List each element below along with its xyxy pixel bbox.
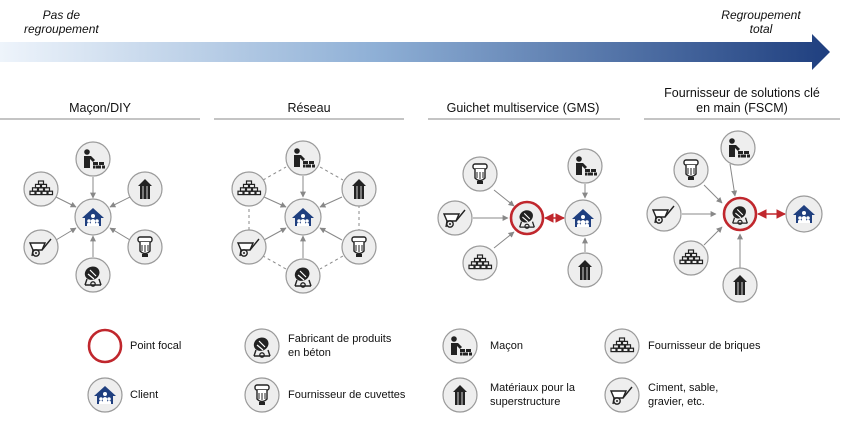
legend-label-superstructure-line2: superstructure [490,396,561,408]
node-client [564,199,602,237]
column-title-macon-line1: Maçon/DIY [69,101,131,115]
node-toilet [462,156,498,192]
client-house-icon [87,377,123,413]
diagram-macon-diy [23,141,163,293]
focal-point-icon [87,328,123,364]
arrow-left-label-line2: regroupement [24,22,99,36]
node-wheelbarrow [231,229,267,265]
bricks-icon [604,328,640,364]
node-toilet [673,152,709,188]
node-hut [567,252,603,288]
column-title-gms: Guichet multiservice (GMS) [428,101,618,116]
node-hut [341,171,377,207]
legend-label-bricks-line1: Fournisseur de briques [648,340,761,352]
node-toilet [341,229,377,265]
legend-label-concrete-line1: Fabricant de produits [288,333,392,345]
diagram-fscm [646,130,823,303]
toilet-bowl-icon [244,377,280,413]
legend-label-mason: Maçon [490,339,523,353]
legend-label-focal-point: Point focal [130,339,181,353]
column-title-gms-line1: Guichet multiservice (GMS) [446,101,600,115]
column-title-fscm-line2: en main (FSCM) [696,101,788,115]
legend-label-bricks: Fournisseur de briques [648,339,761,353]
node-bricks [673,240,709,276]
node-mason [75,141,111,177]
node-mixer [285,258,321,294]
legend-label-concrete-line2: en béton [288,347,331,359]
wheelbarrow-icon [604,377,640,413]
legend-label-toilet: Fournisseur de cuvettes [288,388,405,402]
arrow-right-label-line1: Regroupement [721,8,801,22]
legend-label-client-line1: Client [130,389,159,401]
node-hut [127,171,163,207]
legend-label-superstructure: Matériaux pour la superstructure [490,381,575,409]
column-title-fscm-line1: Fournisseur de solutions clé [664,86,820,100]
column-title-reseau: Réseau [214,101,404,116]
legend-label-mason-line1: Maçon [490,340,524,352]
node-client [284,198,322,236]
legend-label-toilet-line1: Fournisseur de cuvettes [288,389,406,401]
progression-arrow [0,34,830,70]
node-toilet [127,229,163,265]
superstructure-hut-icon [442,377,478,413]
legend-label-superstructure-line1: Matériaux pour la [490,382,575,394]
node-mixer [75,257,111,293]
arrow-right-label: Regroupement total [718,8,804,36]
legend-label-materials-line2: gravier, etc. [648,396,705,408]
node-wheelbarrow [646,196,682,232]
legend-label-concrete: Fabricant de produits en béton [288,332,391,360]
column-title-macon: Maçon/DIY [0,101,200,116]
arrow-left-label: Pas de regroupement [24,8,99,36]
column-title-fscm: Fournisseur de solutions clé en main (FS… [644,86,840,116]
node-wheelbarrow [23,229,59,265]
arrow-left-label-line1: Pas de [42,8,81,22]
legend-label-materials: Ciment, sable, gravier, etc. [648,381,718,409]
node-mason [567,148,603,184]
concrete-mixer-icon [244,328,280,364]
node-mason [285,140,321,176]
legend-label-materials-line1: Ciment, sable, [648,382,719,394]
node-client [74,198,112,236]
diagram-gms [437,148,603,288]
arrow-right-label-line2: total [749,22,773,36]
node-bricks [462,245,498,281]
legend-label-client: Client [130,388,158,402]
diagram-reseau [231,140,377,294]
node-mason [720,130,756,166]
mason-icon [442,328,478,364]
node-bricks [23,171,59,207]
node-wheelbarrow [437,200,473,236]
node-focal-mixer [509,200,545,236]
column-title-reseau-line1: Réseau [287,101,331,115]
node-client [785,195,823,233]
node-hut [722,267,758,303]
legend-label-focal-point-line1: Point focal [130,340,182,352]
legend-icons [87,328,640,413]
node-focal-mixer [722,196,758,232]
node-bricks [231,171,267,207]
